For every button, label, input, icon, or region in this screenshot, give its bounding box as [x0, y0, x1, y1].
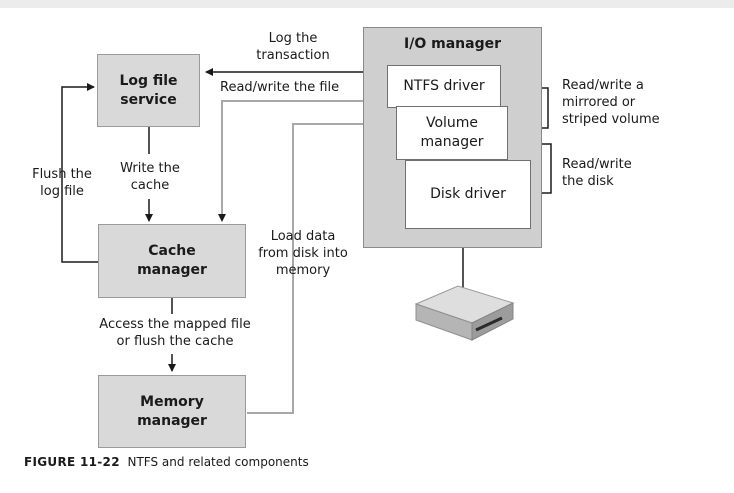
cache-manager-label: Cache manager: [137, 243, 207, 278]
volume-manager-box: Volume manager: [396, 106, 508, 160]
label-flush-log: Flush the log file: [32, 167, 92, 199]
log-file-service-box: Log file service: [97, 54, 200, 127]
label-rw-disk: Read/write the disk: [562, 157, 632, 189]
memory-manager-box: Memory manager: [98, 375, 246, 448]
arrow-read-write-file: [221, 100, 388, 216]
volume-manager-label: Volume manager: [420, 115, 484, 150]
disk-driver-label: Disk driver: [430, 186, 506, 203]
ntfs-driver-box: NTFS driver: [387, 65, 501, 108]
label-log-transaction: Log the transaction: [256, 31, 330, 63]
label-write-cache: Write the cache: [120, 161, 180, 193]
top-band: [0, 0, 734, 8]
disk-driver-box: Disk driver: [405, 160, 531, 229]
cache-manager-box: Cache manager: [98, 224, 246, 298]
log-file-service-label: Log file service: [119, 72, 178, 108]
label-rw-mirrored: Read/write a mirrored or striped volume: [562, 78, 660, 127]
figure-caption: FIGURE 11-22 NTFS and related components: [24, 455, 309, 469]
memory-manager-label: Memory manager: [137, 393, 207, 429]
figure-title: NTFS and related components: [127, 455, 309, 469]
label-load-data: Load data from disk into memory: [258, 229, 348, 278]
arrow-flush-log: [61, 83, 98, 263]
hard-disk-icon: [414, 285, 515, 341]
label-access-mapped: Access the mapped file or flush the cach…: [99, 317, 251, 349]
arrow-load-data: [247, 123, 385, 414]
arrowhead-read-write-file: [218, 214, 226, 222]
io-manager-title: I/O manager: [404, 36, 501, 52]
ntfs-driver-label: NTFS driver: [403, 78, 485, 95]
label-read-write-file: Read/write the file: [220, 80, 340, 95]
figure-number: FIGURE 11-22: [24, 455, 120, 469]
